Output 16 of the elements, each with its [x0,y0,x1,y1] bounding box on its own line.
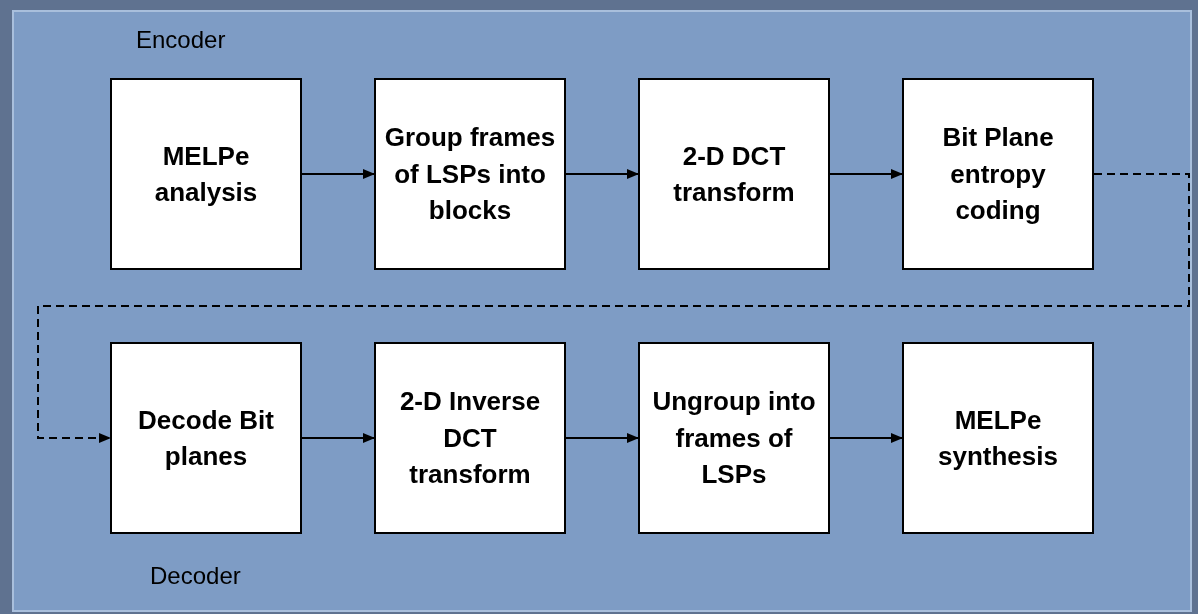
process-box: Ungroup into frames of LSPs [638,342,830,534]
process-box: 2-D Inverse DCT transform [374,342,566,534]
process-box: Bit Plane entropy coding [902,78,1094,270]
section-label: Decoder [150,562,241,590]
arrow [301,169,375,179]
process-box: 2-D DCT transform [638,78,830,270]
arrow [301,433,375,443]
arrow [565,169,639,179]
section-label: Encoder [136,26,226,54]
process-box: MELPe analysis [110,78,302,270]
process-box: Group frames of LSPs into blocks [374,78,566,270]
process-box: MELPe synthesis [902,342,1094,534]
arrow [829,433,903,443]
arrow [829,169,903,179]
arrow [565,433,639,443]
process-box: Decode Bit planes [110,342,302,534]
